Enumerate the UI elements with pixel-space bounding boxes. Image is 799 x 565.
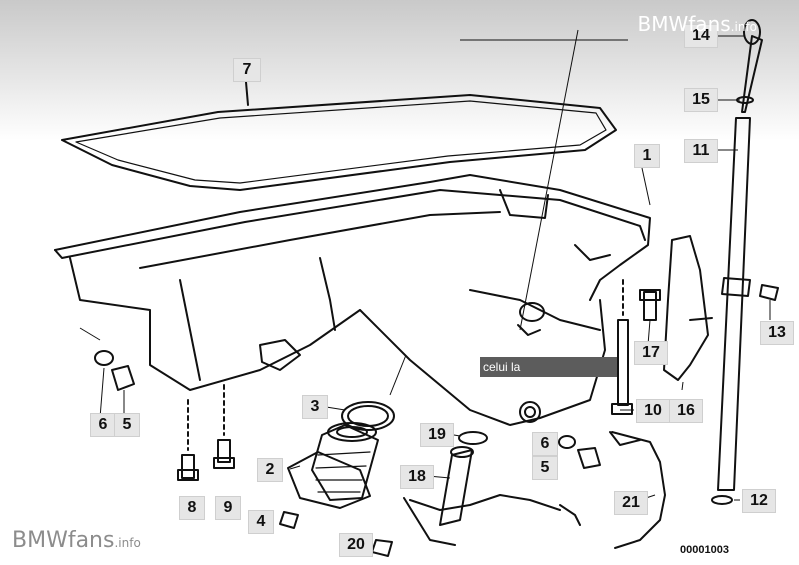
dipstick-tube	[717, 117, 751, 491]
callout-5-right: 5	[532, 456, 558, 480]
callout-18: 18	[400, 465, 434, 489]
bolts-8-9	[177, 384, 235, 481]
brand-name: BMWfans	[637, 12, 731, 36]
brand-watermark-bottom: BMWfans.info	[12, 528, 141, 553]
brand-name: BMWfans	[12, 528, 115, 553]
brand-suffix: .info	[730, 20, 757, 34]
wire-harness	[611, 431, 666, 549]
callout-19: 19	[420, 423, 454, 447]
oil-pipe	[403, 446, 581, 546]
drawing-number: 00001003	[680, 544, 729, 556]
callout-16: 16	[669, 399, 703, 423]
o-ring	[341, 401, 395, 431]
leader-lines	[79, 29, 771, 501]
callout-6-left: 6	[90, 413, 116, 437]
drain-plug-left	[111, 365, 135, 391]
bolt-long	[617, 319, 629, 406]
washer-left	[94, 350, 114, 366]
oil-pan	[54, 174, 651, 426]
callout-7: 7	[233, 58, 261, 82]
callout-9: 9	[215, 496, 241, 520]
callout-8: 8	[179, 496, 205, 520]
callout-21: 21	[614, 491, 648, 515]
overlay-label: celui la	[480, 357, 617, 377]
callout-13: 13	[760, 321, 794, 345]
callout-17: 17	[634, 341, 668, 365]
brand-suffix: .info	[114, 536, 141, 550]
callout-2: 2	[257, 458, 283, 482]
callout-5-left: 5	[114, 413, 140, 437]
callout-12: 12	[742, 489, 776, 513]
callout-20: 20	[339, 533, 373, 557]
brand-watermark-top: BMWfans.info	[638, 12, 757, 36]
callout-15: 15	[684, 88, 718, 112]
o-ring-inner	[347, 405, 389, 427]
bracket	[663, 235, 709, 381]
callout-6-right: 6	[532, 432, 558, 456]
callout-4: 4	[248, 510, 274, 534]
callout-3: 3	[302, 395, 328, 419]
callout-11: 11	[684, 139, 718, 163]
oil-pan-gasket	[61, 81, 617, 191]
callout-1: 1	[634, 144, 660, 168]
header-gradient	[0, 0, 799, 140]
callout-10: 10	[636, 399, 670, 423]
oil-strainer	[287, 422, 379, 509]
callout-14: 14	[684, 24, 718, 48]
